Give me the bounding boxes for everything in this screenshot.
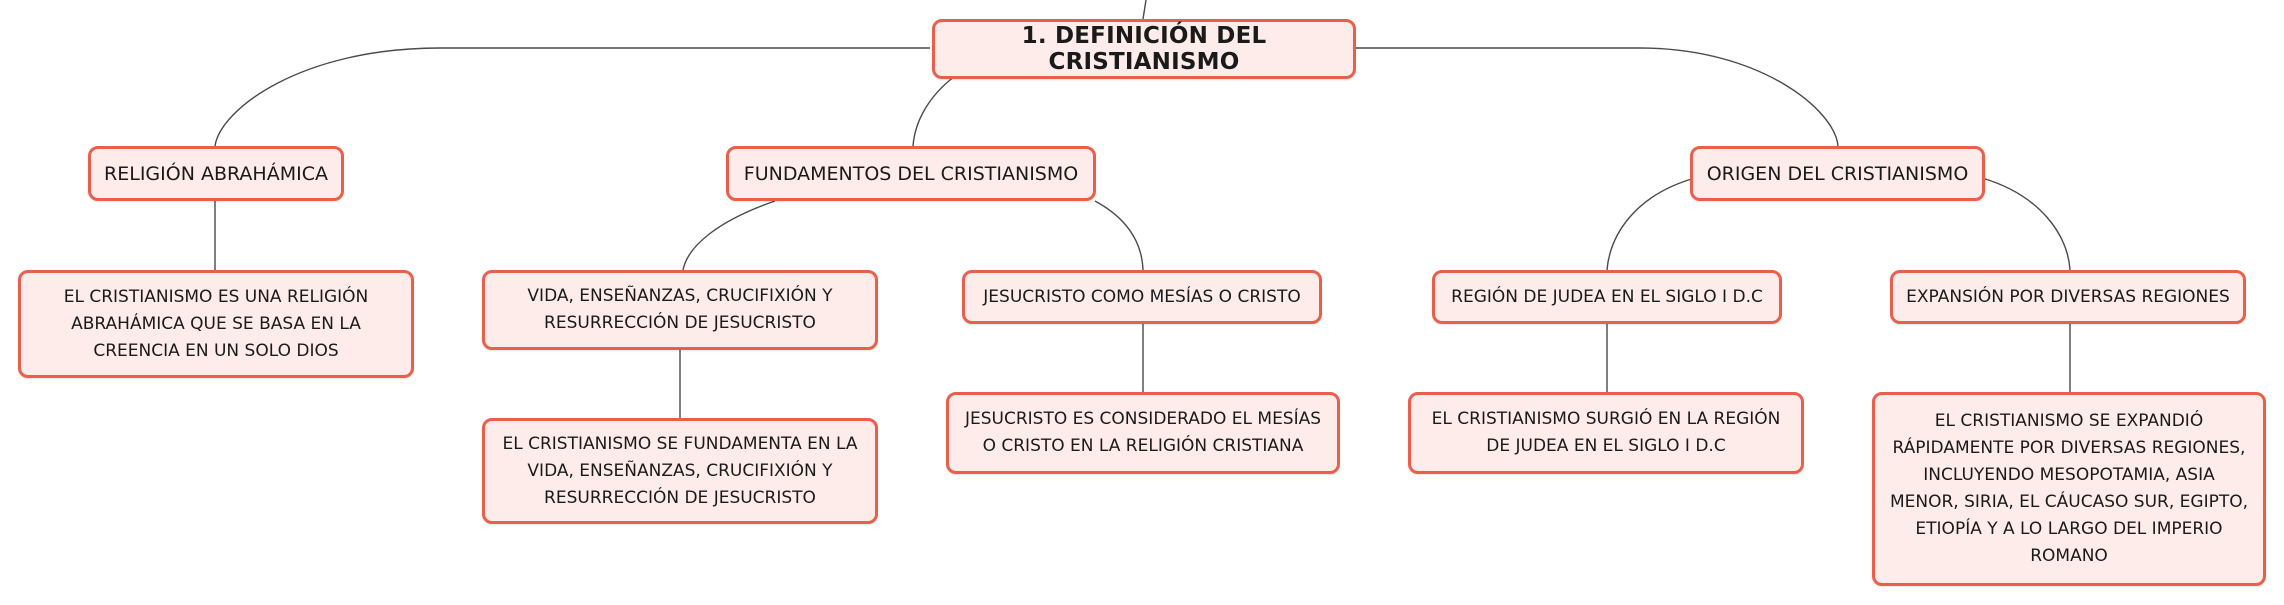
topic-label: ORIGEN DEL CRISTIANISMO xyxy=(1706,162,1969,185)
root-topic-label: 1. DEFINICIÓN DEL CRISTIANISMO xyxy=(1021,23,1267,75)
subtopic-label: REGIÓN DE JUDEA EN EL SIGLO I D.C xyxy=(1451,287,1763,307)
detail-label: EL CRISTIANISMO SURGIÓ EN LA REGIÓN DE J… xyxy=(1431,409,1781,456)
detail-expansion[interactable]: EL CRISTIANISMO SE EXPANDIÓ RÁPIDAMENTE … xyxy=(1872,392,2266,586)
subtopic-label: EXPANSIÓN POR DIVERSAS REGIONES xyxy=(1906,287,2230,307)
detail-mesias[interactable]: JESUCRISTO ES CONSIDERADO EL MESÍAS O CR… xyxy=(946,392,1340,474)
subtopic-label: VIDA, ENSEÑANZAS, CRUCIFIXIÓN Y RESURREC… xyxy=(527,286,833,333)
connector-root-fundamentos xyxy=(912,75,956,147)
connector-fundamentos-vida xyxy=(682,200,776,271)
topic-origen[interactable]: ORIGEN DEL CRISTIANISMO xyxy=(1690,146,1985,201)
topic-religion-abrahamica[interactable]: RELIGIÓN ABRAHÁMICA xyxy=(88,146,344,201)
topic-fundamentos[interactable]: FUNDAMENTOS DEL CRISTIANISMO xyxy=(726,146,1096,201)
subtopic-expansion[interactable]: EXPANSIÓN POR DIVERSAS REGIONES xyxy=(1890,270,2246,324)
connector-origen-judea xyxy=(1606,177,1696,271)
detail-label: EL CRISTIANISMO SE EXPANDIÓ RÁPIDAMENTE … xyxy=(1889,411,2249,566)
subtopic-jesucristo-mesias[interactable]: JESUCRISTO COMO MESÍAS O CRISTO xyxy=(962,270,1322,324)
detail-label: JESUCRISTO ES CONSIDERADO EL MESÍAS O CR… xyxy=(964,409,1322,456)
subtopic-religion-description[interactable]: EL CRISTIANISMO ES UNA RELIGIÓN ABRAHÁMI… xyxy=(18,270,414,378)
root-topic[interactable]: 1. DEFINICIÓN DEL CRISTIANISMO xyxy=(932,19,1356,79)
connector-root-religion xyxy=(214,47,930,147)
connector-origen-expansion xyxy=(1981,177,2071,271)
subtopic-label: EL CRISTIANISMO ES UNA RELIGIÓN ABRAHÁMI… xyxy=(63,286,369,361)
subtopic-vida-ensenanzas[interactable]: VIDA, ENSEÑANZAS, CRUCIFIXIÓN Y RESURREC… xyxy=(482,270,878,350)
topic-label: FUNDAMENTOS DEL CRISTIANISMO xyxy=(743,162,1079,185)
topic-label: RELIGIÓN ABRAHÁMICA xyxy=(104,162,328,185)
detail-judea[interactable]: EL CRISTIANISMO SURGIÓ EN LA REGIÓN DE J… xyxy=(1408,392,1804,474)
detail-fundamenta[interactable]: EL CRISTIANISMO SE FUNDAMENTA EN LA VIDA… xyxy=(482,418,878,524)
detail-label: EL CRISTIANISMO SE FUNDAMENTA EN LA VIDA… xyxy=(502,433,858,508)
connector-root-parent xyxy=(1142,0,1147,20)
connector-fundamentos-jesucristo xyxy=(1094,200,1144,271)
subtopic-region-judea[interactable]: REGIÓN DE JUDEA EN EL SIGLO I D.C xyxy=(1432,270,1782,324)
subtopic-label: JESUCRISTO COMO MESÍAS O CRISTO xyxy=(983,287,1301,307)
connector-root-origen xyxy=(1355,47,1839,147)
